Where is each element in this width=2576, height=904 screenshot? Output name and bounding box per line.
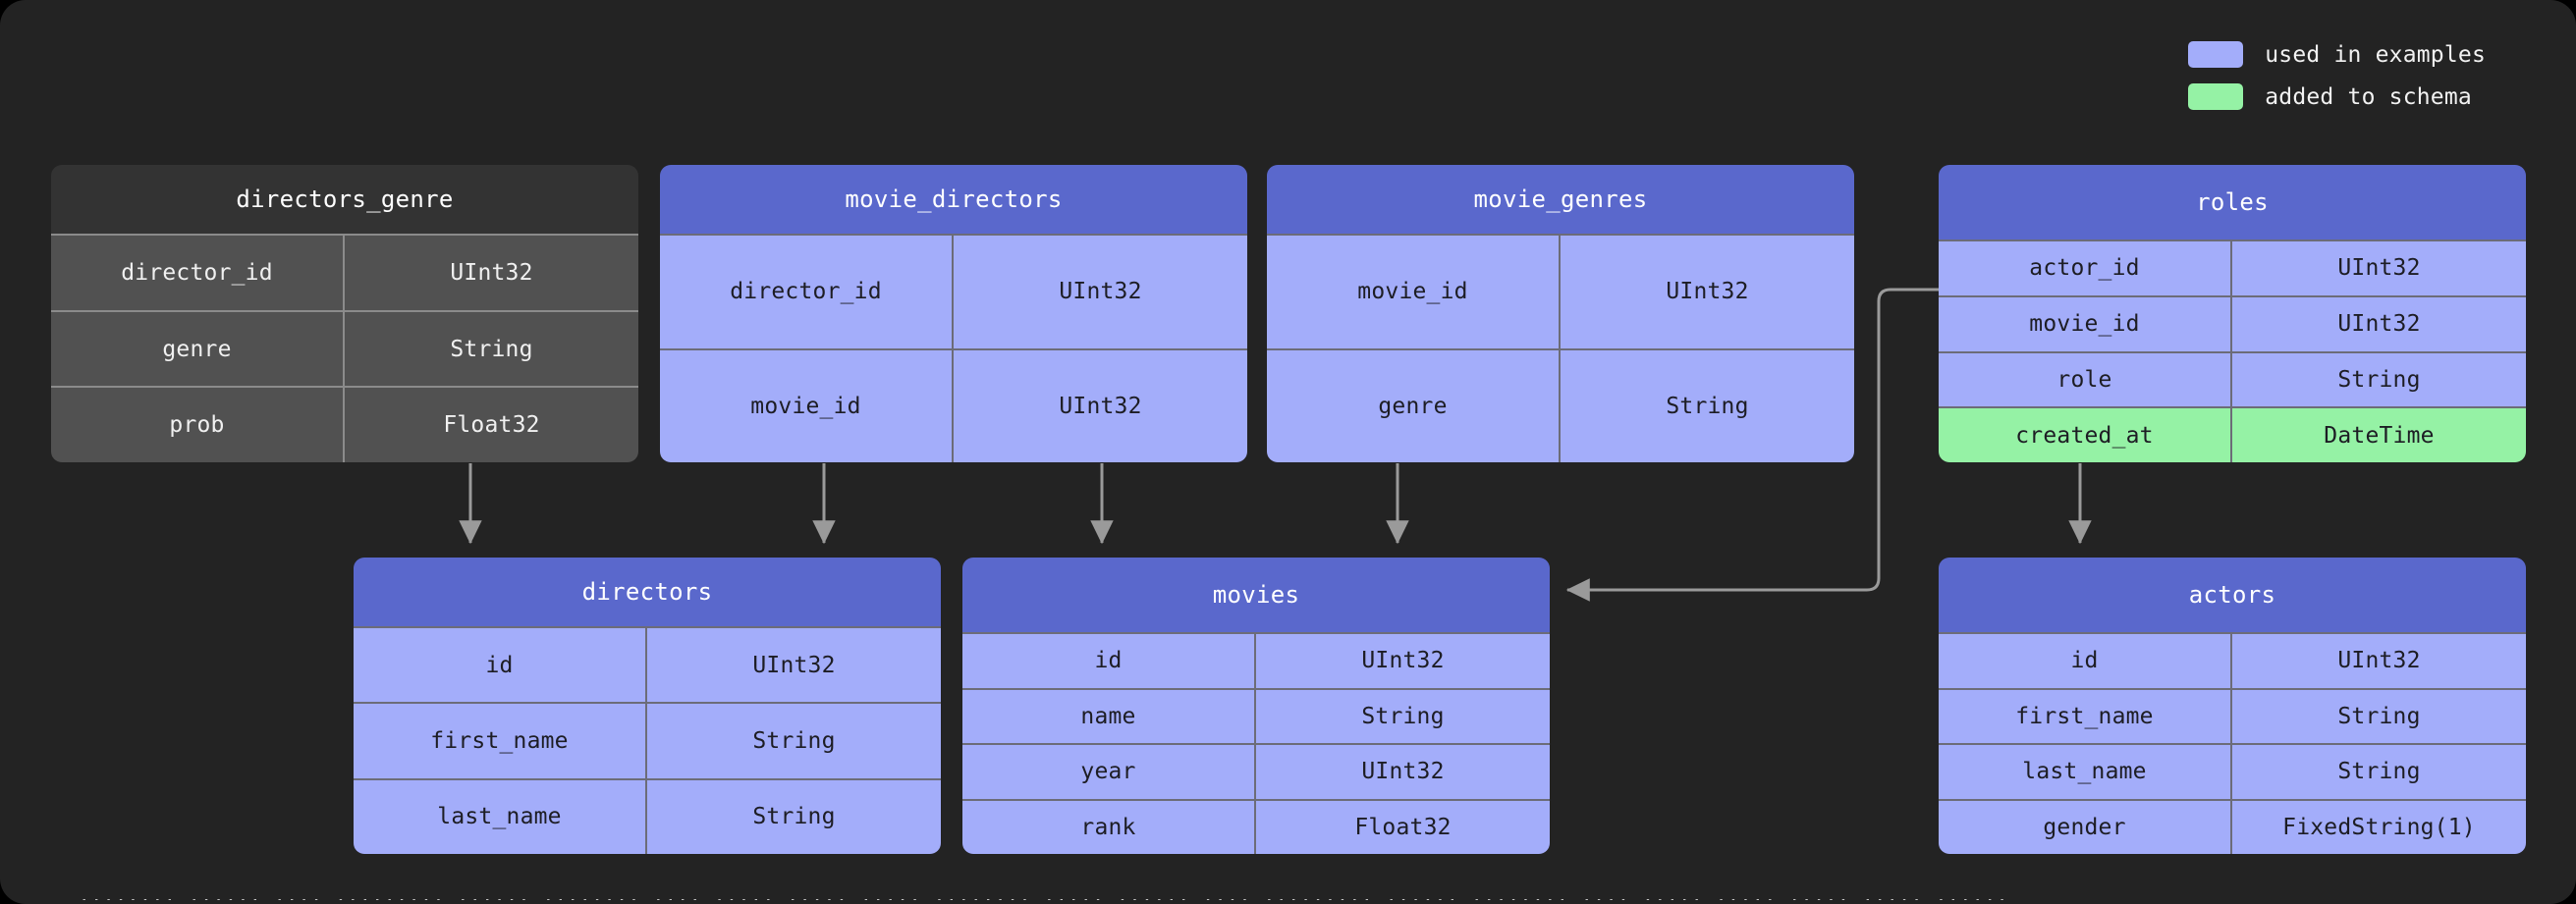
table-title-movie-directors: movie_directors bbox=[660, 165, 1247, 234]
table-movie-directors[interactable]: movie_directors director_id UInt32 movie… bbox=[660, 165, 1247, 462]
clipped-text: ........ ...... .... ......... ...... ..… bbox=[79, 899, 2008, 904]
table-row[interactable]: id UInt32 bbox=[1939, 632, 2526, 688]
table-row[interactable]: movie_id UInt32 bbox=[660, 347, 1247, 462]
table-row[interactable]: last_name String bbox=[354, 777, 941, 854]
table-row[interactable]: year UInt32 bbox=[962, 743, 1550, 799]
column-type: UInt32 bbox=[450, 259, 533, 286]
column-type: UInt32 bbox=[1361, 648, 1445, 674]
column-name: movie_id bbox=[1939, 296, 2232, 351]
column-name: genre bbox=[1267, 349, 1561, 462]
column-type: String bbox=[1361, 703, 1445, 729]
table-row[interactable]: id UInt32 bbox=[354, 626, 941, 703]
column-type: String bbox=[1666, 393, 1749, 419]
table-row[interactable]: genre String bbox=[51, 309, 638, 387]
table-row[interactable]: name String bbox=[962, 687, 1550, 743]
column-name: last_name bbox=[354, 779, 647, 854]
table-directors-genre[interactable]: directors_genre director_id UInt32 genre… bbox=[51, 165, 638, 462]
table-row[interactable]: rank Float32 bbox=[962, 798, 1550, 854]
column-type: Float32 bbox=[443, 412, 540, 439]
table-title-actors: actors bbox=[1939, 558, 2526, 632]
table-row[interactable]: prob Float32 bbox=[51, 386, 638, 462]
table-movie-genres[interactable]: movie_genres movie_id UInt32 genre Strin… bbox=[1267, 165, 1854, 462]
column-type: UInt32 bbox=[1361, 759, 1445, 785]
column-name: last_name bbox=[1939, 745, 2232, 799]
column-name: genre bbox=[51, 311, 345, 387]
legend: used in examples added to schema bbox=[2188, 41, 2486, 110]
column-type: FixedString(1) bbox=[2282, 814, 2476, 840]
table-movies[interactable]: movies id UInt32 name String year UInt32… bbox=[962, 558, 1550, 854]
column-name: role bbox=[1939, 352, 2232, 407]
column-name: actor_id bbox=[1939, 241, 2232, 295]
column-name: id bbox=[1939, 634, 2232, 688]
column-type: UInt32 bbox=[1059, 393, 1142, 419]
column-name: year bbox=[962, 745, 1256, 799]
column-name: movie_id bbox=[660, 349, 954, 462]
table-actors[interactable]: actors id UInt32 first_name String last_… bbox=[1939, 558, 2526, 854]
column-type: String bbox=[450, 336, 533, 362]
column-name: first_name bbox=[354, 704, 647, 778]
table-row[interactable]: role String bbox=[1939, 350, 2526, 407]
table-title-directors: directors bbox=[354, 558, 941, 626]
table-roles[interactable]: roles actor_id UInt32 movie_id UInt32 ro… bbox=[1939, 165, 2526, 462]
table-row-added[interactable]: created_at DateTime bbox=[1939, 406, 2526, 462]
table-row[interactable]: movie_id UInt32 bbox=[1267, 234, 1854, 348]
column-type: UInt32 bbox=[752, 652, 836, 678]
table-row[interactable]: movie_id UInt32 bbox=[1939, 294, 2526, 351]
column-type: String bbox=[752, 727, 836, 754]
column-type: Float32 bbox=[1354, 814, 1452, 840]
table-body-movie-directors: director_id UInt32 movie_id UInt32 bbox=[660, 234, 1247, 462]
column-type: String bbox=[752, 804, 836, 830]
clipped-text-strip: ........ ...... .... ......... ...... ..… bbox=[0, 899, 2576, 904]
legend-swatch-blue bbox=[2188, 41, 2244, 68]
table-row[interactable]: id UInt32 bbox=[962, 632, 1550, 688]
table-title-movie-genres: movie_genres bbox=[1267, 165, 1854, 234]
column-type: UInt32 bbox=[1059, 279, 1142, 305]
table-body-movies: id UInt32 name String year UInt32 rank F… bbox=[962, 632, 1550, 854]
legend-item-added-to-schema: added to schema bbox=[2188, 83, 2486, 110]
table-row[interactable]: genre String bbox=[1267, 347, 1854, 462]
legend-swatch-green bbox=[2188, 83, 2244, 110]
column-type: DateTime bbox=[2324, 422, 2435, 449]
table-row[interactable]: last_name String bbox=[1939, 743, 2526, 799]
table-body-directors-genre: director_id UInt32 genre String prob Flo… bbox=[51, 234, 638, 462]
table-row[interactable]: gender FixedString(1) bbox=[1939, 798, 2526, 854]
column-type: String bbox=[2337, 366, 2421, 393]
column-name: rank bbox=[962, 800, 1256, 854]
column-type: UInt32 bbox=[2337, 255, 2421, 282]
table-title-directors-genre: directors_genre bbox=[51, 165, 638, 234]
column-name: gender bbox=[1939, 800, 2232, 854]
table-row[interactable]: actor_id UInt32 bbox=[1939, 239, 2526, 295]
column-name: first_name bbox=[1939, 689, 2232, 743]
column-type: UInt32 bbox=[2337, 311, 2421, 338]
table-body-movie-genres: movie_id UInt32 genre String bbox=[1267, 234, 1854, 462]
table-row[interactable]: first_name String bbox=[1939, 687, 2526, 743]
column-name: prob bbox=[51, 388, 345, 462]
table-title-movies: movies bbox=[962, 558, 1550, 632]
column-name: director_id bbox=[660, 236, 954, 348]
legend-label-used-in-examples: used in examples bbox=[2265, 41, 2486, 68]
column-name: id bbox=[354, 628, 647, 703]
column-name: name bbox=[962, 689, 1256, 743]
table-row[interactable]: director_id UInt32 bbox=[51, 234, 638, 310]
column-type: String bbox=[2337, 703, 2421, 729]
table-body-roles: actor_id UInt32 movie_id UInt32 role Str… bbox=[1939, 239, 2526, 462]
column-name: id bbox=[962, 634, 1256, 688]
table-row[interactable]: first_name String bbox=[354, 702, 941, 778]
column-name: director_id bbox=[51, 236, 345, 310]
table-title-roles: roles bbox=[1939, 165, 2526, 239]
table-directors[interactable]: directors id UInt32 first_name String la… bbox=[354, 558, 941, 854]
column-type: UInt32 bbox=[2337, 648, 2421, 674]
table-row[interactable]: director_id UInt32 bbox=[660, 234, 1247, 348]
column-type: String bbox=[2337, 759, 2421, 785]
column-type: UInt32 bbox=[1666, 279, 1749, 305]
table-body-actors: id UInt32 first_name String last_name St… bbox=[1939, 632, 2526, 854]
column-name: created_at bbox=[1939, 408, 2232, 462]
legend-item-used-in-examples: used in examples bbox=[2188, 41, 2486, 68]
legend-label-added-to-schema: added to schema bbox=[2265, 83, 2472, 110]
column-name: movie_id bbox=[1267, 236, 1561, 348]
table-body-directors: id UInt32 first_name String last_name St… bbox=[354, 626, 941, 854]
